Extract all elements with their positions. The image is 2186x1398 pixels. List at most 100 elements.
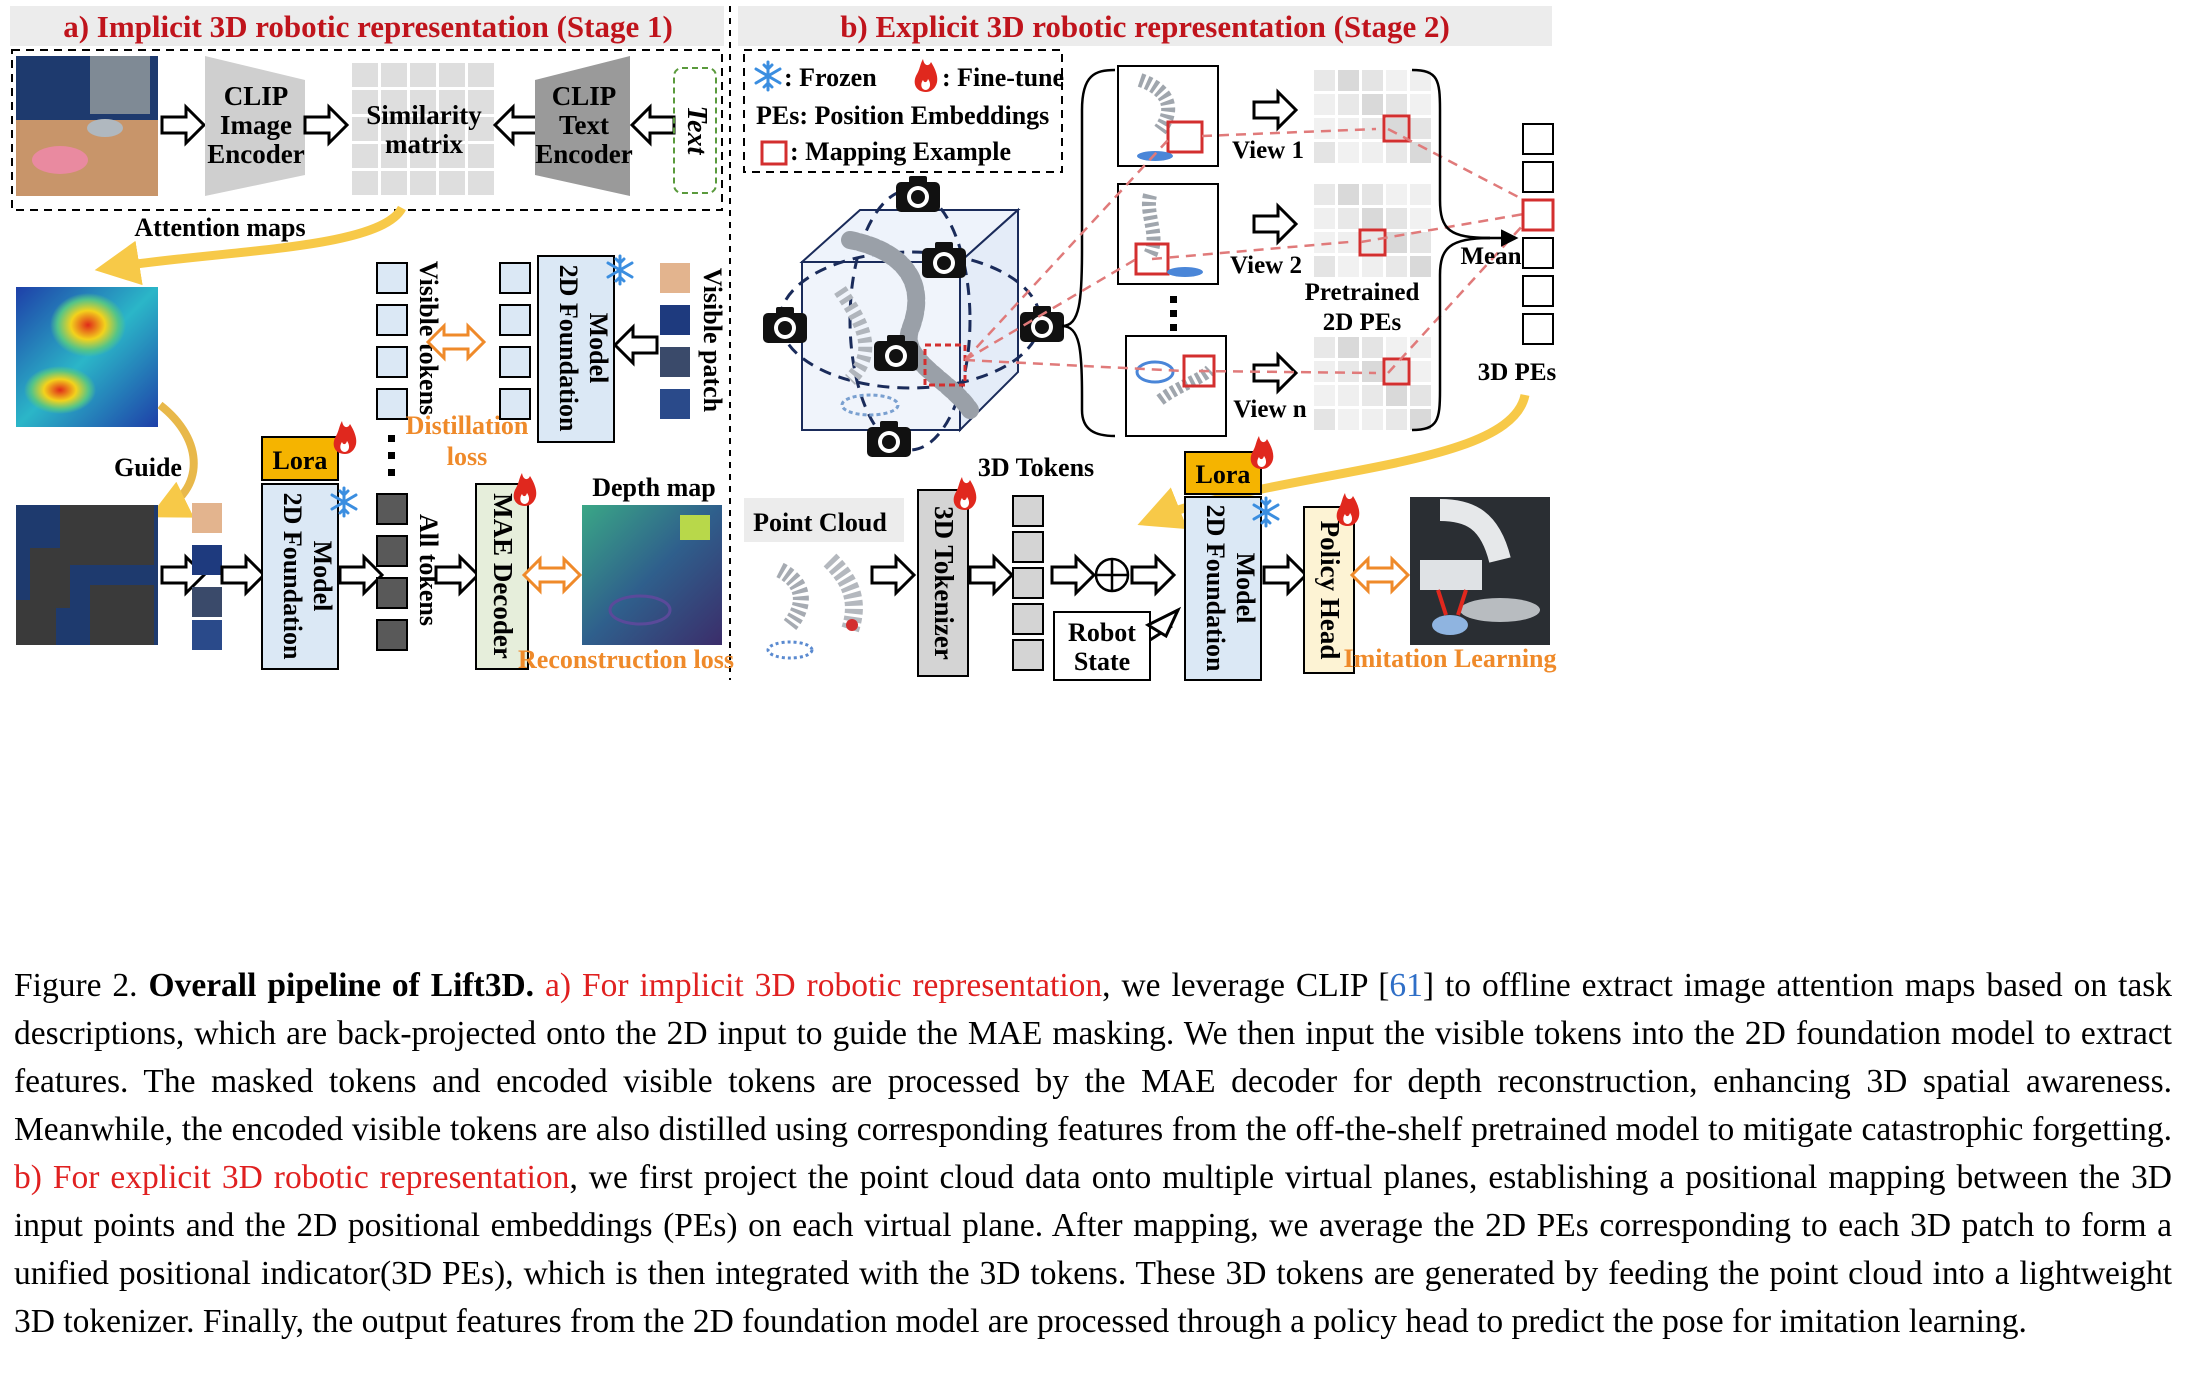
add-operator	[1094, 557, 1130, 593]
finetune-fire-icon	[333, 421, 357, 454]
pe-cell	[1362, 232, 1383, 253]
distill-token	[499, 388, 531, 420]
view-2-image	[1117, 183, 1219, 285]
svg-text:loss: loss	[447, 442, 487, 471]
pe-cell	[1338, 385, 1359, 406]
svg-text:Encoder: Encoder	[535, 139, 633, 169]
camera-icon	[896, 176, 940, 212]
visible-patch-column	[660, 263, 690, 419]
pe-cell	[1338, 337, 1359, 358]
figure-caption: Figure 2. Overall pipeline of Lift3D. a)…	[14, 967, 2173, 1340]
similarity-cell	[352, 90, 378, 114]
pe-cell	[1386, 142, 1407, 163]
token-3d	[1012, 603, 1044, 635]
foundation-model-pretrained	[537, 255, 615, 443]
pe-cell	[1410, 232, 1431, 253]
similarity-cell	[410, 63, 436, 87]
foundation-model-stage2	[1184, 496, 1262, 681]
pe-cell	[1386, 361, 1407, 382]
pe-cell	[1410, 337, 1431, 358]
pe-cell	[1386, 184, 1407, 205]
visible-token	[376, 346, 408, 378]
svg-text:2D Foundation: 2D Foundation	[278, 493, 307, 660]
token-3d	[1012, 639, 1044, 671]
pe-cell	[1338, 208, 1359, 229]
similarity-cell	[468, 117, 494, 141]
visible-tokens-column	[376, 262, 408, 651]
pe-cell	[1314, 337, 1335, 358]
mae-decoder	[475, 483, 529, 670]
pe-3d-token	[1522, 237, 1554, 269]
mapping-example-cell	[1382, 357, 1411, 386]
mapping-example-cell	[1358, 228, 1387, 257]
pe-3d-token	[1522, 161, 1554, 193]
pe-cell	[1338, 94, 1359, 115]
pe-cell	[1338, 118, 1359, 139]
pe-grid-view-n	[1314, 337, 1431, 430]
pe-cell	[1362, 184, 1383, 205]
svg-text:2D Foundation: 2D Foundation	[554, 265, 583, 432]
caption-citation[interactable]: 61	[1389, 967, 1423, 1004]
pipeline-figure: a) Implicit 3D robotic representation (S…	[10, 6, 1557, 681]
finetune-fire-icon-3	[953, 477, 977, 510]
svg-text:: Mapping Example: : Mapping Example	[790, 137, 1011, 166]
pe-cell	[1314, 184, 1335, 205]
token-3d	[1012, 531, 1044, 563]
masked-token	[376, 493, 408, 525]
pe-cell	[1338, 184, 1359, 205]
pe-cell	[1386, 256, 1407, 277]
stage1-header	[10, 6, 724, 46]
svg-text:Model: Model	[308, 541, 337, 612]
stage1-title: a) Implicit 3D robotic representation (S…	[63, 9, 673, 44]
pe-cell	[1386, 118, 1407, 139]
pe-cell	[1314, 256, 1335, 277]
stage2-header	[738, 6, 1552, 46]
clip-image-encoder	[205, 56, 305, 196]
similarity-cell	[439, 90, 465, 114]
similarity-cell	[468, 144, 494, 168]
attention-heatmap	[16, 287, 158, 427]
pe-cell	[1362, 70, 1383, 91]
legend-fire-icon	[914, 59, 938, 92]
tokenizer-3d	[917, 489, 969, 677]
svg-text:Image: Image	[220, 110, 292, 140]
robot-photo	[1410, 497, 1550, 645]
similarity-cell	[381, 117, 407, 141]
token-3d	[1012, 567, 1044, 599]
distill-tokens-column	[499, 262, 531, 420]
attention-maps-label: Attention maps	[134, 213, 305, 242]
caption-part-b-label: b) For explicit 3D robotic representatio…	[14, 1159, 570, 1196]
pe-cell	[1314, 409, 1335, 430]
tokens-3d-column	[1012, 495, 1044, 671]
masked-image	[16, 505, 158, 645]
pe-cell	[1410, 385, 1431, 406]
distill-token	[499, 304, 531, 336]
point-cloud-label: Point Cloud	[753, 508, 887, 537]
pe-cell	[1338, 361, 1359, 382]
view-ellipsis	[1170, 296, 1177, 331]
pe-cell	[1386, 385, 1407, 406]
pe-cell	[1338, 70, 1359, 91]
view-1-image	[1117, 65, 1219, 167]
distill-token	[499, 262, 531, 294]
legend-box	[743, 49, 1063, 173]
depth-map-image	[582, 505, 722, 645]
visible-token	[376, 388, 408, 420]
svg-text:Lora: Lora	[1196, 460, 1251, 489]
pe-cell	[1362, 409, 1383, 430]
similarity-cell	[352, 117, 378, 141]
masked-token	[376, 577, 408, 609]
stage2-title: b) Explicit 3D robotic representation (S…	[840, 9, 1450, 44]
pe-cell	[1410, 94, 1431, 115]
legend-mapping-square	[760, 140, 788, 166]
pe-cell	[1386, 208, 1407, 229]
pe-cell	[1410, 361, 1431, 382]
pe-cell	[1314, 94, 1335, 115]
svg-text:Model: Model	[1231, 553, 1260, 624]
point-cloud-cube	[778, 188, 1042, 452]
legend-snow-icon	[754, 60, 782, 92]
pe-cell	[1314, 118, 1335, 139]
lora-badge-stage1	[261, 436, 339, 481]
pe-cell	[1338, 232, 1359, 253]
similarity-cell	[410, 117, 436, 141]
